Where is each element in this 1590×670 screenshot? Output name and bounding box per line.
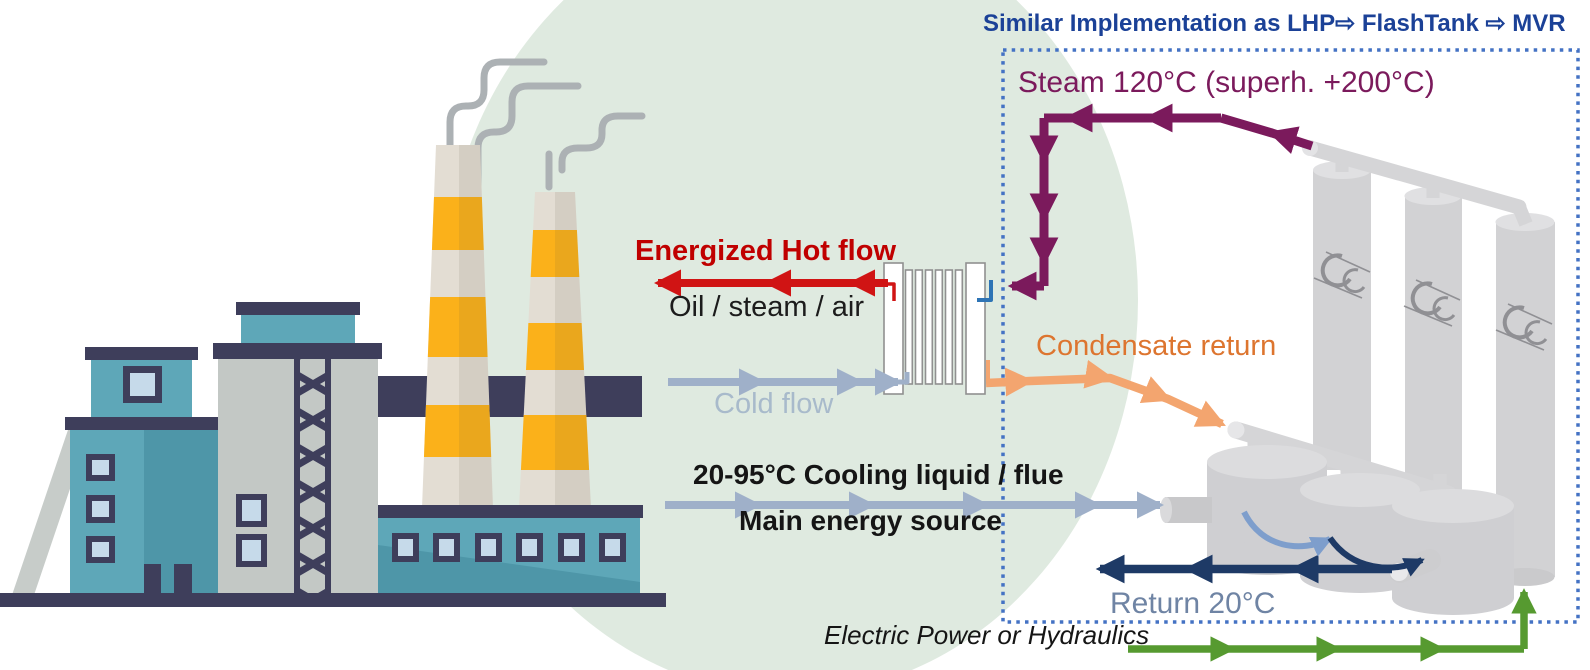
steam-flow-arrow [1007,103,1314,301]
lattice-tower-icon [294,359,331,593]
ground-bar [0,593,666,607]
steam-exchanger-connector [977,280,993,302]
tank-inlet-stub [1160,497,1212,523]
electric-power-label: Electric Power or Hydraulics [824,620,1150,650]
heat-exchanger-icon [883,262,986,395]
steam-manifold-pipe [1302,140,1533,227]
hot-flow-medium-label: Oil / steam / air [669,291,864,323]
electric-power-arrow [1128,588,1537,662]
building-tower-small [85,347,198,418]
hot-flow-label: Energized Hot flow [635,235,896,267]
diagram-title: Similar Implementation as LHP⇨ FlashTank… [983,10,1566,37]
return-temp-label: Return 20°C [1110,587,1276,620]
mvr-plant-illustration [1160,140,1555,615]
dotted-boundary-box [1001,48,1580,624]
smoke-icon [446,58,646,237]
tank-transfer-arrow-2 [1327,536,1425,577]
steam-flow-label: Steam 120°C (superh. +200°C) [1018,66,1435,99]
flash-tank-icon [1392,489,1514,615]
cooling-liquid-label: 20-95°C Cooling liquid / flue [693,459,1064,490]
building-low-windows [374,505,643,594]
main-energy-source-label: Main energy source [739,505,1002,536]
building-left-teal [65,417,222,594]
tank-transfer-arrow-1 [1241,510,1333,557]
building-center-gray [213,302,382,594]
connector-beam [360,376,642,417]
cold-flow-label: Cold flow [714,388,834,420]
condensate-return-arrow [985,359,1226,428]
condensate-return-label: Condensate return [1036,330,1277,362]
